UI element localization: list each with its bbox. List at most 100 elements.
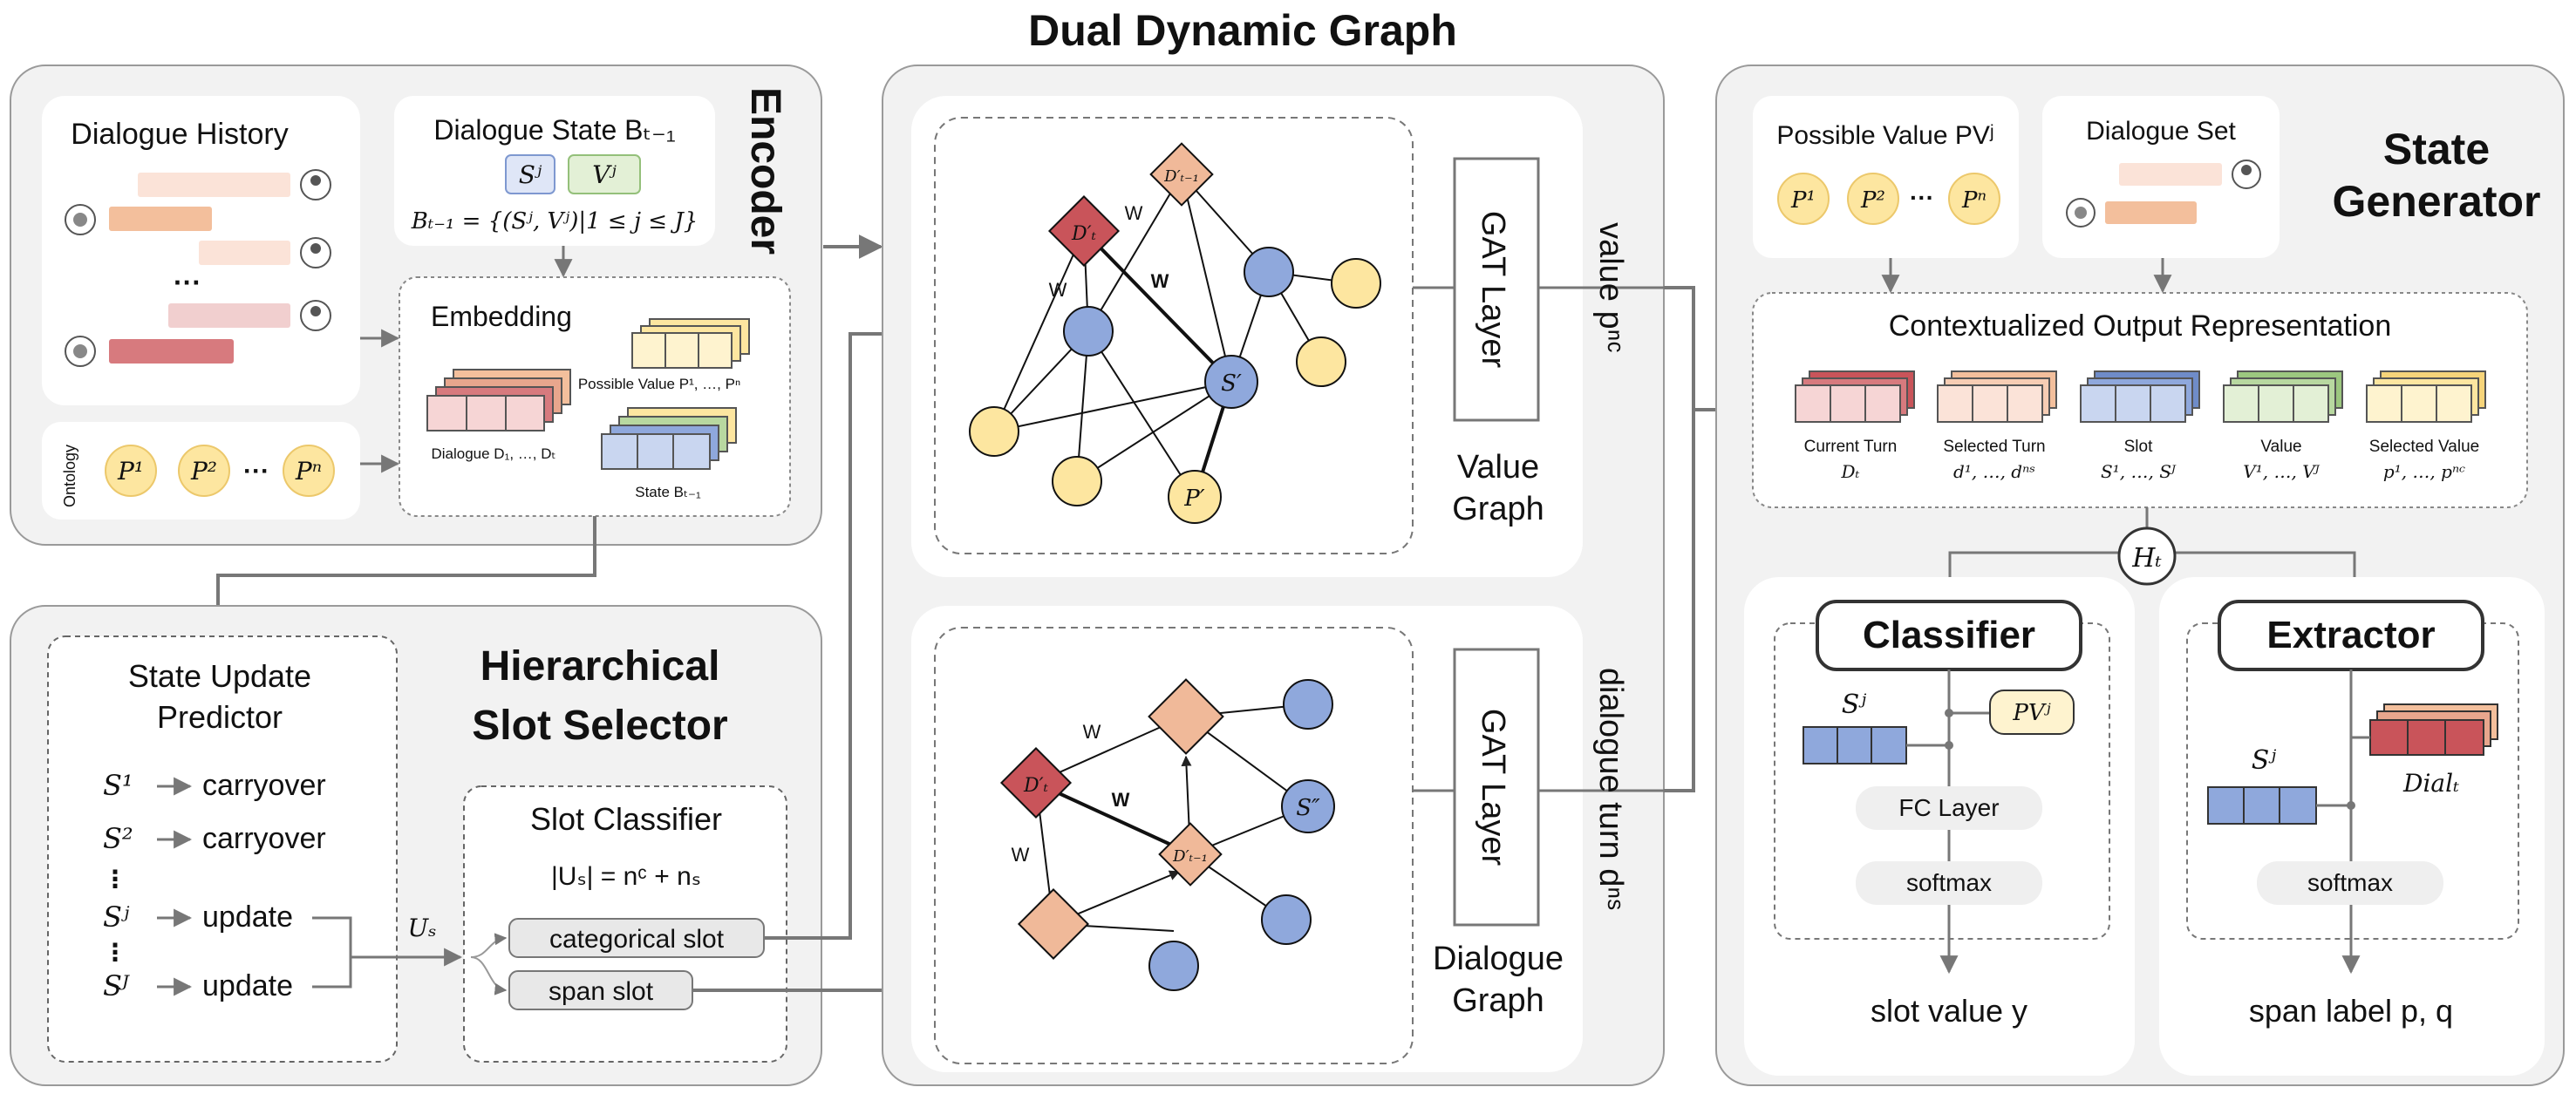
dialogue-history-box: Dialogue History ··· xyxy=(42,96,360,405)
slot-node xyxy=(1283,679,1333,730)
selector-title-line2: Slot Selector xyxy=(472,703,727,749)
slot-node xyxy=(1261,894,1312,945)
slot-node xyxy=(1148,941,1199,991)
value-node xyxy=(1296,336,1346,387)
state-embedding-label: State Bₜ₋₁ xyxy=(635,484,701,500)
possible-value-box: Possible Value PVʲ P¹ P² ··· Pⁿ xyxy=(1753,96,2019,258)
dialogue-node-dt1 xyxy=(1158,822,1223,887)
selector-title-line1: Hierarchical xyxy=(480,643,720,690)
output-group-sub: p¹, …, pⁿᶜ xyxy=(2383,461,2465,482)
value-node-p2 xyxy=(178,445,230,497)
predictor-action-j: update xyxy=(202,900,293,934)
categorical-slot-label: categorical slot xyxy=(549,925,725,954)
slot-node-s-prime-label: S′ xyxy=(1221,370,1242,397)
ellipsis: ··· xyxy=(174,267,201,298)
output-group-label: Slot xyxy=(2124,438,2153,456)
extractor-block: Extractor Sʲ Dialₜ softmax span label p,… xyxy=(2186,600,2519,1029)
gat-layer-value xyxy=(1453,157,1540,422)
edge-weight-label: W xyxy=(1151,270,1169,292)
slot-chip xyxy=(505,154,555,194)
dialogue-graph-label-line2: Graph xyxy=(1452,982,1544,1019)
possible-value-chip xyxy=(1989,690,2075,735)
dialogue-node-dt xyxy=(1047,194,1121,268)
value-node-p1 xyxy=(105,445,157,497)
edge-weight-label: W xyxy=(1012,844,1030,866)
softmax-extractor xyxy=(2257,861,2443,905)
softmax-classifier xyxy=(1856,861,2042,905)
generator-title-line1: State xyxy=(2383,125,2490,173)
hidden-state-node xyxy=(2117,527,2177,586)
value-graph-label-line1: Value xyxy=(1457,449,1539,486)
dialogue-node-dt1-label: D′ₜ₋₁ xyxy=(1172,847,1208,866)
value-node-pn xyxy=(283,445,335,497)
state-formula: Bₜ₋₁ = {(Sʲ, Vʲ)|1 ≤ j ≤ J} xyxy=(411,208,699,234)
gat-layer-dialogue-label: GAT Layer xyxy=(1475,709,1511,866)
edge-weight-label: W xyxy=(1083,721,1101,743)
value-graph-label-line2: Graph xyxy=(1452,491,1544,527)
slot-chip-label: Sʲ xyxy=(519,160,542,189)
span-slot-label: span slot xyxy=(549,977,654,1006)
dialogue-node xyxy=(1148,678,1224,755)
predictor-action-J: update xyxy=(202,969,293,1002)
value-chip-label: Vʲ xyxy=(592,160,617,189)
turn-side-label: dialogue turn dⁿˢ xyxy=(1592,668,1629,910)
generator-title-line2: Generator xyxy=(2333,177,2541,226)
span-label-output: span label p, q xyxy=(2249,993,2453,1029)
diagram-title: Dual Dynamic Graph xyxy=(1028,6,1457,55)
encoder-title: Encoder xyxy=(742,87,788,255)
value-node xyxy=(1331,258,1381,309)
us-label: Uₛ xyxy=(407,914,436,942)
predictor-action-2: carryover xyxy=(202,822,326,855)
hidden-state-label: Hₜ xyxy=(2131,543,2162,574)
ontology-box: Ontology P¹ P² ··· Pⁿ xyxy=(42,422,360,520)
dialogue-state-box: Dialogue State Bₜ₋₁ Sʲ Vʲ Bₜ₋₁ = {(Sʲ, V… xyxy=(394,96,715,246)
dialogue-embedding-label: Dialogue D₁, …, Dₜ xyxy=(431,445,555,462)
output-group-label: Selected Turn xyxy=(1943,438,2045,456)
value-node-pn xyxy=(1948,173,2000,225)
slot-node-s-double-prime-label: S″ xyxy=(1296,795,1320,821)
value-node-p2-label: P² xyxy=(1860,187,1885,214)
possible-value-label: Possible Value P¹, …, Pⁿ xyxy=(578,376,740,392)
value-graph: W W W D′ₜ D′ₜ₋₁ S′ P′ xyxy=(934,117,1414,554)
edge-weight-label: W xyxy=(1125,202,1143,224)
predictor-slot-1: S¹ xyxy=(103,769,133,802)
embedding-box: Embedding Possible Value P¹, …, Pⁿ Dialo… xyxy=(399,276,791,517)
slot-node xyxy=(1063,306,1114,357)
output-group-label: Current Turn xyxy=(1804,438,1898,456)
ellipsis: ··· xyxy=(243,457,269,486)
softmax-classifier-label: softmax xyxy=(1906,869,1992,896)
embedding-title: Embedding xyxy=(431,301,572,332)
extractor-title: Extractor xyxy=(2266,614,2435,656)
dual-graph-panel: Value Graph xyxy=(882,65,1665,1086)
slot-selector-panel: Hierarchical Slot Selector State Update … xyxy=(10,605,822,1086)
possible-value-title: Possible Value PVʲ xyxy=(1776,121,1993,150)
dialogue-graph-label-line1: Dialogue xyxy=(1433,941,1564,977)
dialogue-node-dt xyxy=(999,746,1073,819)
dialogue-node-dt1 xyxy=(1149,142,1214,207)
dialogue-state-title: Dialogue State Bₜ₋₁ xyxy=(433,114,675,146)
classifier-title: Classifier xyxy=(1863,614,2035,656)
slot-classifier: Slot Classifier |Uₛ| = nᶜ + nₛ categoric… xyxy=(463,785,787,1063)
value-node-pn-label: Pⁿ xyxy=(1961,187,1987,214)
gat-layer-value-label: GAT Layer xyxy=(1475,211,1511,369)
dialogue-set-box: Dialogue Set xyxy=(2042,96,2280,258)
fc-layer-label: FC Layer xyxy=(1898,794,1999,821)
value-node-pn-label: Pⁿ xyxy=(295,457,322,486)
slot-vector xyxy=(1803,726,1907,764)
value-node-p1-label: P¹ xyxy=(1790,187,1816,214)
output-group-sub: V¹, …, Vᴶ xyxy=(2243,461,2320,482)
dialogue-node-dt-label: D′ₜ xyxy=(1071,223,1097,245)
gat-layer-dialogue xyxy=(1453,648,1540,927)
value-node-p2-label: P² xyxy=(190,457,217,486)
state-generator-panel: State Generator Possible Value PVʲ P¹ P²… xyxy=(1715,65,2565,1086)
possible-value-chip-label: PVʲ xyxy=(2012,700,2050,726)
chat-bubble xyxy=(109,339,234,364)
output-group-label: Selected Value xyxy=(2369,438,2479,456)
predictor-slot-j: Sʲ xyxy=(103,900,130,934)
predictor-slot-J: Sᴶ xyxy=(103,969,130,1002)
classifier-block: Classifier Sʲ PVʲ FC Layer softmax slot … xyxy=(1774,600,2110,1029)
ontology-label: Ontology xyxy=(61,445,78,507)
contextualized-output-title: Contextualized Output Representation xyxy=(1889,309,2391,343)
chat-bubble xyxy=(138,173,290,197)
